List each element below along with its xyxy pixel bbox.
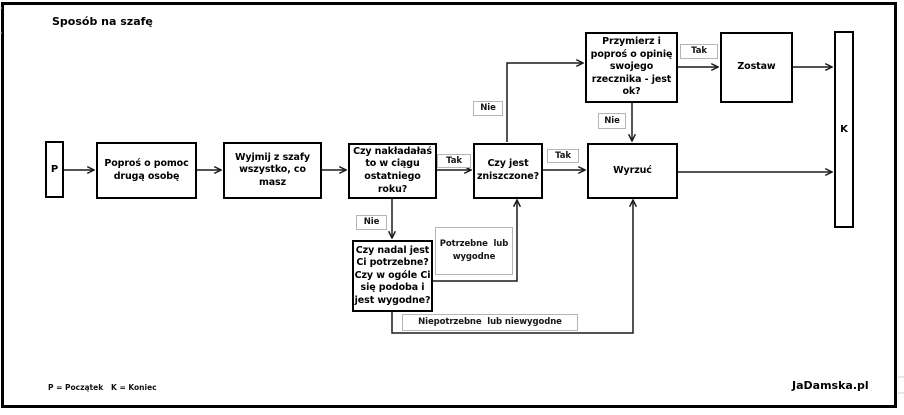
node-ask-help: Poproś o pomoc drugą osobę: [96, 142, 197, 199]
edge-label-no-damaged: Nie: [473, 101, 503, 116]
arrow-stillneeded-to-throw: [391, 200, 633, 334]
chart-title: Sposób na szafę: [52, 15, 153, 28]
arrow-damaged-to-tryon: [506, 63, 583, 142]
site-watermark: JaDamska.pl: [792, 379, 869, 392]
node-keep: Zostaw: [720, 32, 793, 103]
edge-label-yes-ok: Tak: [680, 44, 718, 59]
node-take-out: Wyjmij z szafy wszystko, co masz: [223, 142, 322, 199]
node-end: K: [834, 31, 854, 228]
arrow-stillneeded-to-damaged: [432, 200, 517, 282]
node-start: P: [45, 141, 64, 198]
node-try-on: Przymierz i poproś o opinię swojego rzec…: [585, 32, 678, 103]
edge-label-yes-damaged: Tak: [547, 149, 579, 163]
node-worn-last-year: Czy nakładałaś to w ciągu ostatniego rok…: [348, 143, 437, 199]
node-is-damaged: Czy jest zniszczone?: [473, 143, 543, 199]
edge-label-no-worn: Nie: [356, 215, 387, 230]
node-still-needed: Czy nadal jest Ci potrzebne? Czy w ogóle…: [352, 240, 433, 312]
edge-label-not-needed: Niepotrzebne lub niewygodne: [402, 314, 578, 331]
edge-label-no-ok: Nie: [598, 113, 626, 129]
edge-label-yes-worn: Tak: [437, 154, 471, 168]
edge-label-needed-or-comfy: Potrzebne lub wygodne: [435, 227, 513, 275]
legend-text: P = Początek K = Koniec: [48, 383, 157, 392]
node-throw-away: Wyrzuć: [587, 143, 678, 199]
